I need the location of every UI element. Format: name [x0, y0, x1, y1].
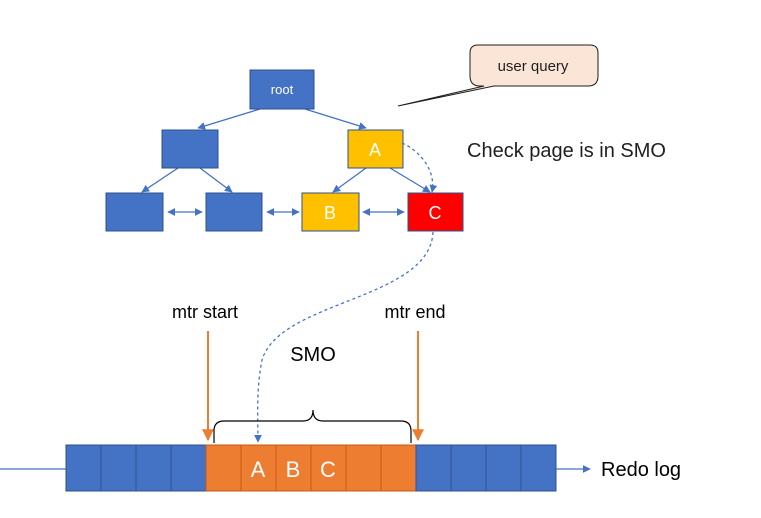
node-a	[347, 129, 404, 169]
edge-root-left	[197, 108, 261, 130]
log-cell	[415, 444, 452, 492]
node-c-label: C	[429, 203, 442, 223]
log-cell	[135, 444, 172, 492]
leaf-node-1	[105, 192, 164, 232]
log-cell-b-label: B	[286, 457, 301, 482]
log-cell-a	[240, 444, 277, 492]
node-a-label: A	[369, 140, 381, 160]
smo-brace	[213, 409, 412, 443]
edge-a-b	[332, 167, 367, 193]
log-cell-a-label: A	[251, 457, 266, 482]
log-cell	[170, 444, 207, 492]
log-cell-smo	[345, 444, 382, 492]
redo-log-label: Redo log	[601, 459, 681, 481]
callout-text: user query	[498, 58, 569, 75]
mtr-end-label: mtr end	[384, 302, 445, 322]
dashed-arrow-a-to-c	[401, 142, 438, 193]
smo-label: SMO	[290, 344, 336, 366]
log-cell	[65, 444, 102, 492]
edge-left-child1	[141, 167, 179, 193]
internal-node-left	[161, 129, 219, 169]
log-cell-smo	[380, 444, 417, 492]
mtr-start-label: mtr start	[172, 302, 238, 322]
node-c	[407, 192, 464, 232]
edge-root-a	[304, 108, 367, 130]
node-b-label: B	[324, 203, 336, 223]
log-cell	[520, 444, 557, 492]
log-cell	[100, 444, 137, 492]
dashed-arrow-c-to-log	[254, 231, 434, 443]
log-cell-smo	[205, 444, 242, 492]
node-b	[301, 192, 360, 232]
tree-edges	[141, 108, 431, 216]
log-cell	[485, 444, 522, 492]
log-cell-b	[275, 444, 312, 492]
edge-a-c	[389, 167, 431, 193]
redo-log-strip	[65, 444, 557, 492]
log-cell-c	[310, 444, 347, 492]
log-cell-c-label: C	[320, 457, 336, 482]
edge-left-child2	[199, 167, 233, 193]
check-text: Check page is in SMO	[467, 140, 666, 162]
root-node	[249, 69, 315, 110]
root-node-label: root	[271, 82, 294, 97]
callout-bubble	[397, 44, 599, 107]
log-cell	[450, 444, 487, 492]
leaf-node-2	[205, 192, 263, 232]
